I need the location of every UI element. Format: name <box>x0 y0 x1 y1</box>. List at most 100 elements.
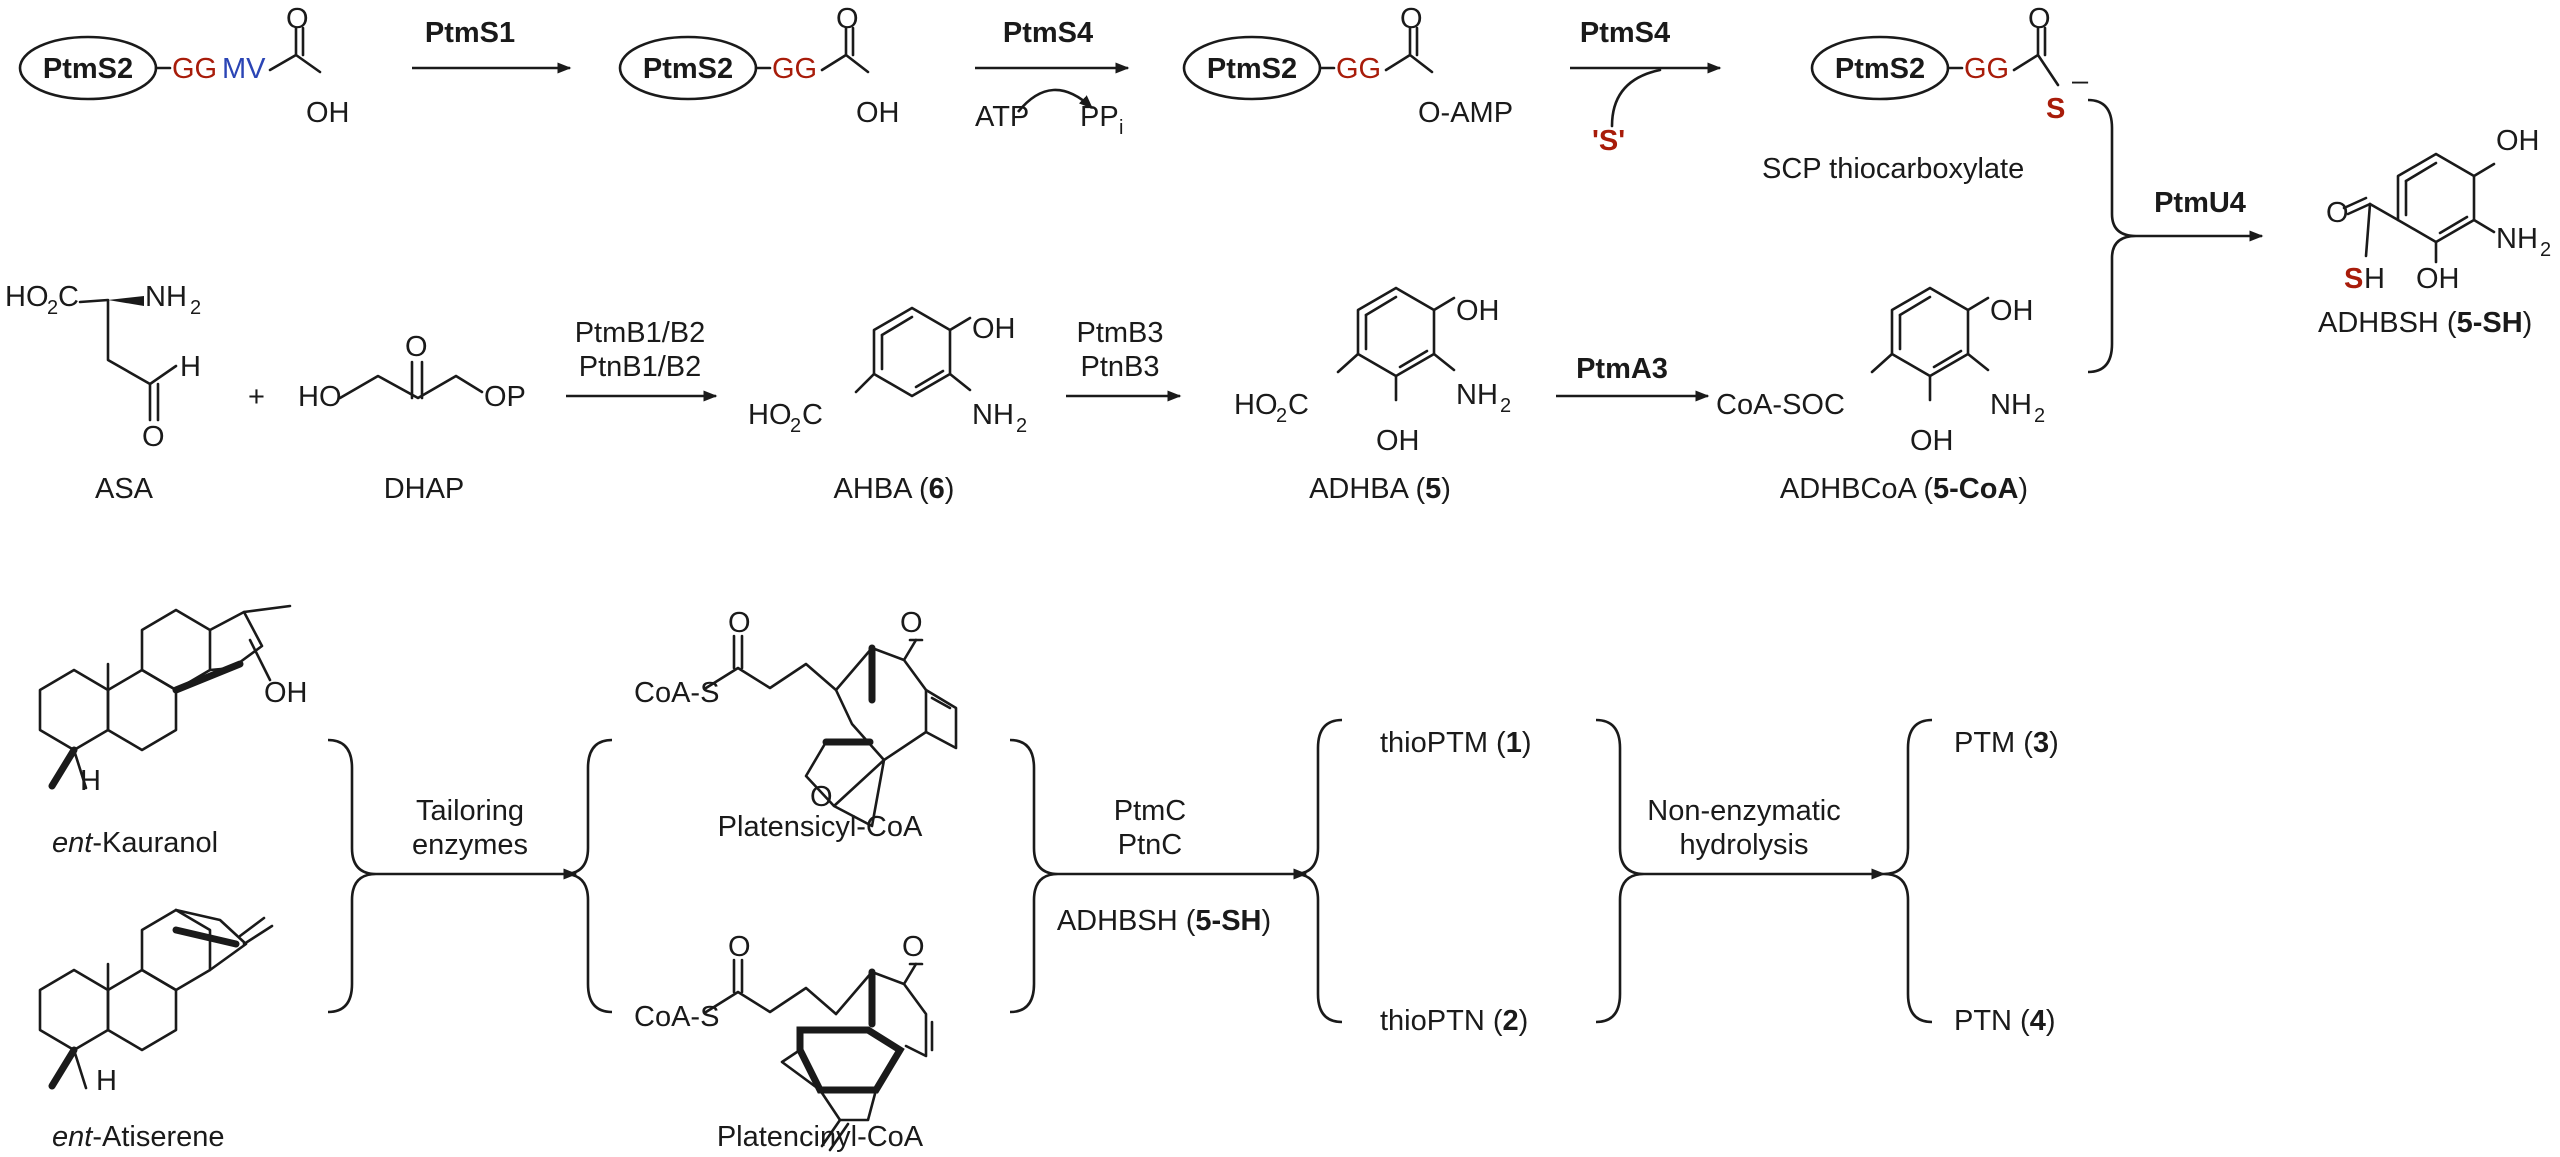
carrier-protein-gg-acid: PtmS2 GG O OH <box>618 3 900 129</box>
ptm-label: PTM (3) <box>1954 727 2059 759</box>
svg-text:Tailoring: Tailoring <box>416 795 524 827</box>
asa: HO 2 C NH 2 H O ASA <box>5 281 201 505</box>
svg-text:O: O <box>900 607 923 639</box>
ptmb3-step: PtmB3 PtnB3 <box>1066 317 1182 402</box>
adhba-5: OH NH 2 OH HO 2 C ADHBA (5) <box>1234 286 1511 505</box>
atp-label: ATP <box>975 101 1029 133</box>
svg-text:PtnB1/B2: PtnB1/B2 <box>579 351 702 383</box>
svg-text:HO: HO <box>748 399 792 431</box>
svg-text:O: O <box>286 3 309 35</box>
dhap-label: DHAP <box>384 473 465 505</box>
svg-text:S: S <box>2046 93 2065 125</box>
enzyme-ptms1: PtmS1 <box>425 17 515 49</box>
svg-text:OH: OH <box>856 97 900 129</box>
svg-text:PtmB1/B2: PtmB1/B2 <box>575 317 706 349</box>
enzyme-ptmu4: PtmU4 <box>2154 187 2246 219</box>
svg-text:O: O <box>810 781 833 813</box>
svg-text:O: O <box>728 931 751 963</box>
svg-text:CoA-S: CoA-S <box>634 677 719 709</box>
svg-text:C: C <box>58 281 79 313</box>
svg-text:NH: NH <box>972 399 1014 431</box>
enzyme-ptms4-a: PtmS4 <box>1003 17 1093 49</box>
svg-text:O: O <box>142 421 165 453</box>
ent-kauranol: OH H ent-Kauranol <box>38 604 308 859</box>
adhbsh-cosubstrate: ADHBSH (5-SH) <box>1057 905 1271 937</box>
svg-text:2: 2 <box>790 415 801 437</box>
svg-text:GG: GG <box>772 53 817 85</box>
svg-text:PtnB3: PtnB3 <box>1081 351 1160 383</box>
ptn-label: PTN (4) <box>1954 1005 2056 1037</box>
svg-text:CoA-S: CoA-S <box>634 1001 719 1033</box>
sulfur-source: 'S' <box>1592 125 1625 157</box>
kauranol-label: ent-Kauranol <box>52 827 218 859</box>
svg-text:O: O <box>902 931 925 963</box>
svg-text:HO: HO <box>298 381 342 413</box>
svg-text:2: 2 <box>2540 239 2551 261</box>
carrier-protein-ggmv: PtmS2 GG MV O OH <box>18 3 350 129</box>
svg-text:O: O <box>836 3 859 35</box>
svg-text:hydrolysis: hydrolysis <box>1680 829 1809 861</box>
svg-text:NH: NH <box>1990 389 2032 421</box>
ptms2-label: PtmS2 <box>43 53 133 85</box>
dhap: HO O OP DHAP <box>298 331 526 505</box>
plus-sign: + <box>248 381 265 413</box>
ptma3-step: PtmA3 <box>1556 353 1710 402</box>
svg-text:HO: HO <box>5 281 49 313</box>
svg-text:–: – <box>2072 65 2089 97</box>
svg-text:OH: OH <box>2416 263 2460 295</box>
svg-text:OH: OH <box>264 677 308 709</box>
svg-text:O: O <box>2326 197 2349 229</box>
hydrolysis-step: Non-enzymatic hydrolysis <box>1595 718 1933 1024</box>
svg-text:GG: GG <box>1964 53 2009 85</box>
scp-thiocarboxylate: PtmS2 GG O S – SCP thiocarboxylate <box>1762 3 2089 185</box>
svg-text:H: H <box>2364 263 2385 295</box>
svg-text:NH: NH <box>2496 223 2538 255</box>
ppi-label: PP <box>1080 101 1119 133</box>
ptmu4-convergence: PtmU4 <box>2087 98 2264 374</box>
platensicyl-coa: CoA-S O O O Platensicyl-CoA <box>634 607 958 843</box>
adhbsh-label: ADHBSH (5-SH) <box>2318 307 2532 339</box>
svg-text:OH: OH <box>2496 125 2540 157</box>
svg-text:OH: OH <box>972 313 1016 345</box>
svg-text:C: C <box>802 399 823 431</box>
svg-text:OH: OH <box>1456 295 1500 327</box>
svg-text:2: 2 <box>47 297 58 319</box>
ptms1-step: PtmS1 <box>412 17 572 74</box>
svg-text:2: 2 <box>1016 415 1027 437</box>
svg-text:2: 2 <box>1276 405 1287 427</box>
svg-text:2: 2 <box>2034 405 2045 427</box>
svg-text:OH: OH <box>1376 425 1420 457</box>
adhbsh-5-sh: OH NH 2 OH O S H ADHBSH (5-SH) <box>2318 125 2551 339</box>
adhbcoa-5-coa: OH NH 2 OH CoA-SOC ADHBCoA (5-CoA) <box>1716 286 2045 505</box>
enzyme-ptms4-b: PtmS4 <box>1580 17 1670 49</box>
thioptn-label: thioPTN (2) <box>1380 1005 1528 1037</box>
ent-atiserene: H ent-Atiserene <box>38 908 274 1153</box>
svg-text:i: i <box>1119 117 1123 139</box>
thioptm-label: thioPTM (1) <box>1380 727 1532 759</box>
adhba-label: ADHBA (5) <box>1309 473 1451 505</box>
svg-text:enzymes: enzymes <box>412 829 528 861</box>
svg-text:PtmS2: PtmS2 <box>643 53 733 85</box>
svg-text:PtmC: PtmC <box>1114 795 1187 827</box>
ptms4-adenylation-step: PtmS4 ATP PP i <box>975 17 1130 139</box>
gg-label: GG <box>172 53 217 85</box>
svg-text:Non-enzymatic: Non-enzymatic <box>1647 795 1840 827</box>
svg-text:C: C <box>1288 389 1309 421</box>
mv-label: MV <box>222 53 266 85</box>
tailoring-step: Tailoring enzymes <box>327 738 613 1014</box>
svg-text:O: O <box>2028 3 2051 35</box>
svg-text:GG: GG <box>1336 53 1381 85</box>
platencinyl-coa: CoA-S O O Platencinyl-CoA <box>634 931 934 1153</box>
svg-text:PtmS2: PtmS2 <box>1835 53 1925 85</box>
svg-text:OP: OP <box>484 381 526 413</box>
svg-text:PtmB3: PtmB3 <box>1076 317 1163 349</box>
ptms4-sulfur-step: PtmS4 'S' <box>1570 17 1722 157</box>
ahba-label: AHBA (6) <box>834 473 955 505</box>
adhbcoa-label: ADHBCoA (5-CoA) <box>1780 473 2028 505</box>
svg-text:PtmA3: PtmA3 <box>1576 353 1668 385</box>
svg-text:PtmS2: PtmS2 <box>1207 53 1297 85</box>
svg-text:OH: OH <box>1990 295 2034 327</box>
svg-text:H: H <box>96 1065 117 1097</box>
carrier-protein-gg-amp: PtmS2 GG O O-AMP <box>1182 3 1513 129</box>
